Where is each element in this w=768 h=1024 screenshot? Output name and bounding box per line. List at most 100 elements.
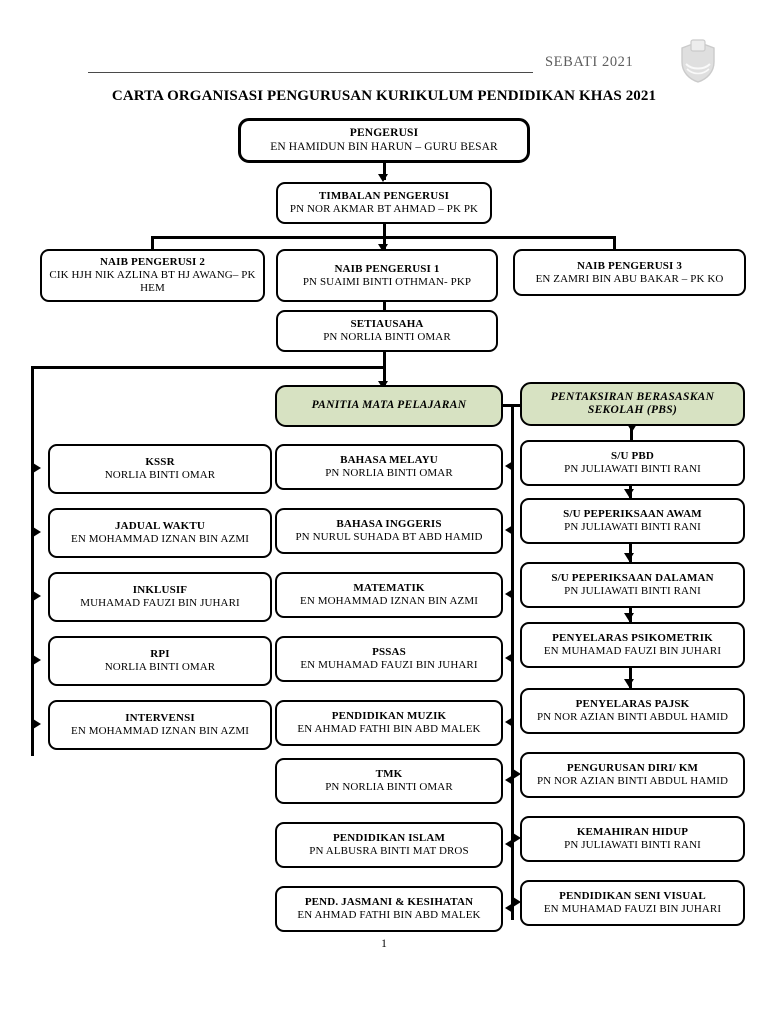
- school-crest-icon: [676, 38, 720, 84]
- sebati-label: SEBATI 2021: [545, 54, 634, 70]
- arrow-right-icon: [513, 769, 521, 779]
- node-title: S/U PEPERIKSAAN DALAMAN: [551, 572, 714, 585]
- arrow-down-icon: [624, 613, 634, 621]
- connector-naib1-setiausaha: [383, 302, 386, 310]
- node-title: SETIAUSAHA: [350, 318, 424, 331]
- node-name: EN MUHAMAD FAUZI BIN JUHARI: [300, 659, 478, 671]
- node-title: INKLUSIF: [132, 584, 188, 597]
- node-name: PN JULIAWATI BINTI RANI: [564, 463, 701, 475]
- arrow-down-icon: [624, 489, 634, 497]
- node-title: PENDIDIKAN MUZIK: [331, 710, 447, 723]
- arrow-left-icon: [505, 653, 513, 663]
- node-name: PN NORLIA BINTI OMAR: [325, 467, 453, 479]
- node-name: EN MOHAMMAD IZNAN BIN AZMI: [300, 595, 478, 607]
- node-name: PN NORLIA BINTI OMAR: [325, 781, 453, 793]
- node-name: PN NOR AKMAR BT AHMAD – PK PK: [289, 203, 479, 215]
- node-name: PN JULIAWATI BINTI RANI: [564, 521, 701, 533]
- arrow-right-icon: [33, 527, 41, 537]
- arrow-right-icon: [33, 655, 41, 665]
- node-name: MUHAMAD FAUZI BIN JUHARI: [80, 597, 240, 609]
- node-title: BAHASA MELAYU: [340, 454, 438, 467]
- node-name: PN NOR AZIAN BINTI ABDUL HAMID: [536, 775, 729, 787]
- node-name: PN ALBUSRA BINTI MAT DROS: [309, 845, 469, 857]
- arrow-right-icon: [513, 897, 521, 907]
- node-title: PENGURUSAN DIRI/ KM: [566, 762, 699, 775]
- arrow-right-icon: [33, 591, 41, 601]
- arrow-left-icon: [505, 903, 513, 913]
- connector-pbs-drop: [630, 426, 633, 440]
- node-title: MATEMATIK: [353, 582, 425, 595]
- node-title: S/U PEPERIKSAAN AWAM: [563, 508, 702, 521]
- node-title: PSSAS: [372, 646, 406, 659]
- node-title: S/U PBD: [611, 450, 654, 463]
- node-naib-pengerusi-1: NAIB PENGERUSI 1 PN SUAIMI BINTI OTHMAN-…: [276, 249, 498, 302]
- arrow-left-icon: [505, 839, 513, 849]
- node-title: BAHASA INGGERIS: [336, 518, 442, 531]
- node-title: TMK: [375, 768, 403, 781]
- node-name: PN SUAIMI BINTI OTHMAN- PKP: [302, 275, 472, 288]
- node-name: PN NURUL SUHADA BT ABD HAMID: [295, 531, 483, 543]
- group-header-panitia: PANITIA MATA PELAJARAN: [275, 385, 503, 427]
- node-name: EN MUHAMAD FAUZI BIN JUHARI: [543, 645, 722, 657]
- group-header-label: PENTAKSIRAN BERASASKAN SEKOLAH (PBS): [550, 390, 715, 416]
- node-title: PENGERUSI: [349, 127, 419, 140]
- node-title: NAIB PENGERUSI 3: [576, 259, 683, 272]
- node-name: EN HAMIDUN BIN HARUN – GURU BESAR: [270, 140, 498, 153]
- arrow-down-icon: [624, 679, 634, 687]
- node-title: JADUAL WAKTU: [115, 520, 205, 533]
- node-title: PENYELARAS PSIKOMETRIK: [552, 632, 713, 645]
- node-name: NORLIA BINTI OMAR: [104, 661, 216, 673]
- node-title: RPI: [150, 648, 170, 661]
- node-title: NAIB PENGERUSI 2: [99, 256, 206, 269]
- node-title: TIMBALAN PENGERUSI: [318, 190, 450, 203]
- arrow-down-icon: [624, 553, 634, 561]
- node-title: PENYELARAS PAJSK: [575, 698, 690, 711]
- node-name: EN ZAMRI BIN ABU BAKAR – PK KO: [535, 272, 724, 285]
- arrow-down-icon: [627, 424, 637, 432]
- node-title: PEND. JASMANI & KESIHATAN: [304, 896, 474, 909]
- group-header-pbs: PENTAKSIRAN BERASASKAN SEKOLAH (PBS): [520, 382, 745, 426]
- connector-timbalan-stem: [383, 224, 386, 236]
- arrow-left-icon: [505, 525, 513, 535]
- connector-pengerusi-timbalan: [383, 163, 386, 180]
- node-pengerusi: PENGERUSI EN HAMIDUN BIN HARUN – GURU BE…: [238, 118, 530, 163]
- arrow-left-icon: [505, 589, 513, 599]
- node-name: PN NORLIA BINTI OMAR: [323, 331, 451, 343]
- node-name: CIK HJH NIK AZLINA BT HJ AWANG– PK HEM: [49, 269, 256, 294]
- node-timbalan-pengerusi: TIMBALAN PENGERUSI PN NOR AKMAR BT AHMAD…: [276, 182, 492, 224]
- node-name: EN MOHAMMAD IZNAN BIN AZMI: [71, 533, 249, 545]
- connector-setiausaha-stem: [383, 352, 386, 367]
- node-name: EN MUHAMAD FAUZI BIN JUHARI: [543, 903, 722, 915]
- group-header-label: PANITIA MATA PELAJARAN: [311, 399, 467, 412]
- arrow-right-icon: [33, 463, 41, 473]
- connector-naib2-drop: [151, 236, 154, 250]
- connector-right-chain: [629, 668, 632, 688]
- node-title: PENDIDIKAN ISLAM: [332, 832, 446, 845]
- node-name: EN AHMAD FATHI BIN ABD MALEK: [297, 723, 481, 735]
- connector-main-bus: [31, 366, 385, 369]
- connector-naib1-drop: [383, 236, 386, 250]
- arrow-down-icon: [378, 174, 388, 182]
- header-rule: [88, 72, 533, 73]
- arrow-down-icon: [378, 244, 388, 252]
- node-naib-pengerusi-2: NAIB PENGERUSI 2 CIK HJH NIK AZLINA BT H…: [40, 249, 265, 302]
- node-setiausaha: SETIAUSAHA PN NORLIA BINTI OMAR: [276, 310, 498, 352]
- arrow-left-icon: [505, 775, 513, 785]
- node-name: NORLIA BINTI OMAR: [104, 469, 216, 481]
